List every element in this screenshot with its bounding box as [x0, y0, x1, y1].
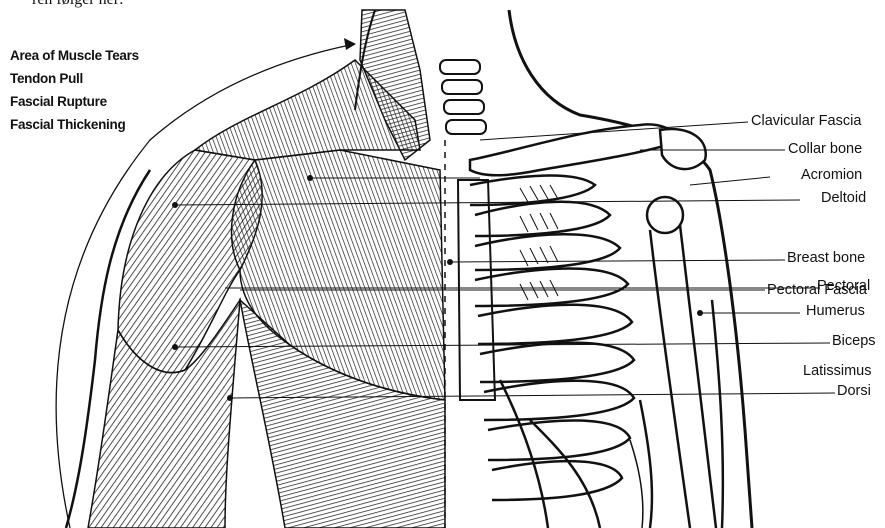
acromion	[660, 129, 706, 169]
legend-item-fascial-thickening: Fascial Thickening	[10, 113, 139, 136]
header-fragment: ren følger her:	[32, 0, 124, 9]
label-latissimus: Latissimus	[803, 363, 872, 379]
legend-item-muscle-tears: Area of Muscle Tears	[10, 44, 139, 67]
legend-item-fascial-rupture: Fascial Rupture	[10, 90, 139, 113]
label-breast-bone: Breast bone	[787, 250, 865, 266]
label-dorsi: Dorsi	[837, 383, 871, 399]
label-biceps: Biceps	[832, 333, 876, 349]
label-deltoid: Deltoid	[821, 190, 866, 206]
humerus-head	[647, 197, 683, 233]
label-acromion: Acromion	[801, 167, 862, 183]
label-clavicular-fascia: Clavicular Fascia	[751, 113, 861, 129]
arrow-head	[344, 38, 356, 50]
label-humerus: Humerus	[806, 303, 865, 319]
label-collar-bone: Collar bone	[788, 141, 862, 157]
legend-item-tendon-pull: Tendon Pull	[10, 67, 139, 90]
cervical-spine	[440, 60, 486, 134]
label-pectoral-fascia: Pectoral Fascia	[767, 282, 867, 298]
ribcage	[470, 176, 634, 528]
humerus	[650, 225, 716, 528]
legend: Area of Muscle Tears Tendon Pull Fascial…	[10, 44, 139, 136]
